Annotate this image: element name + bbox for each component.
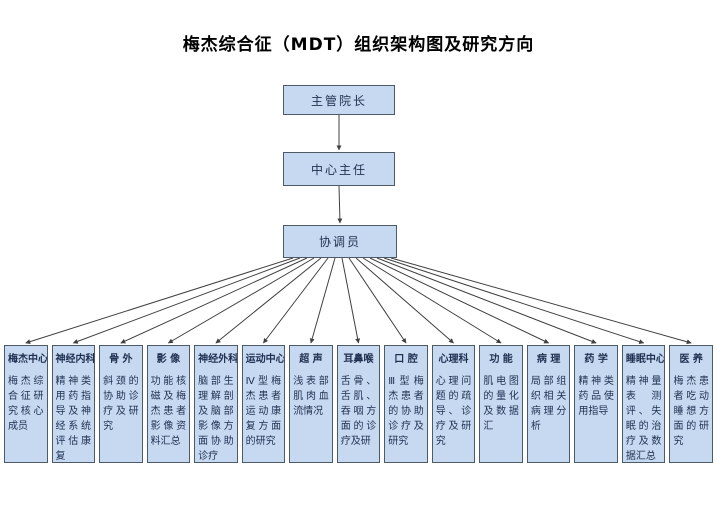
dept-name: 病 理 bbox=[536, 354, 561, 365]
dept-focus: 脑部生理解剖及脑部影像方面协助诊疗 bbox=[198, 376, 234, 462]
dept-box-sleep-center: 睡眠中心 精神量表测评、失眠的治疗及数据汇总 bbox=[621, 345, 666, 463]
dept-box-ultrasound: 超 声 浅表部肌肉血流情况 bbox=[289, 345, 333, 463]
dept-name: 口 腔 bbox=[394, 354, 418, 365]
dept-box-pathology: 病 理 局部组织相关病理分析 bbox=[526, 345, 571, 463]
dept-focus: 局部组织相关病理分析 bbox=[530, 376, 567, 432]
department-row: 梅杰中心 梅杰综合征研究核心成员 神经内科 精神类用药指导及神经系统评估康复 骨… bbox=[4, 345, 713, 463]
dept-focus: 精神类药品使用指导 bbox=[578, 376, 614, 417]
dept-box-imaging: 影 像 功能核磁及梅杰患者影像资料汇总 bbox=[146, 345, 191, 463]
dept-name: 神经外科 bbox=[198, 354, 238, 365]
dept-focus: 心理问题的疏导、诊疗及研究 bbox=[435, 376, 472, 447]
dept-name: 超 声 bbox=[299, 354, 323, 365]
node-center-chief: 中心主任 bbox=[283, 152, 395, 186]
dept-name: 功 能 bbox=[489, 354, 513, 365]
dept-focus: 舌骨、舌肌、吞咽方面的诊疗及研 bbox=[340, 376, 377, 447]
dept-focus: 浅表部肌肉血流情况 bbox=[293, 376, 329, 417]
dept-name: 骨 外 bbox=[109, 354, 133, 365]
dept-name: 睡眠中心 bbox=[625, 354, 666, 365]
dept-box-pharmacy: 药 学 精神类药品使用指导 bbox=[574, 345, 618, 463]
dept-box-function: 功 能 肌电图的量化及数据汇 bbox=[479, 345, 523, 463]
dept-box-neurosurgery: 神经外科 脑部生理解剖及脑部影像方面协助诊疗 bbox=[194, 345, 238, 463]
dept-focus: 精神类用药指导及神经系统评估康复 bbox=[55, 376, 92, 462]
chart-title: 梅杰综合征（MDT）组织架构图及研究方向 bbox=[182, 35, 535, 55]
dept-focus: Ⅲ型梅杰患者的协助诊疗及研究 bbox=[388, 376, 424, 447]
dept-focus: 肌电图的量化及数据汇 bbox=[483, 376, 519, 432]
dept-box-ent: 耳鼻喉 舌骨、舌肌、吞咽方面的诊疗及研 bbox=[336, 345, 381, 463]
dept-focus: Ⅳ型梅杰患者运动康复方面的研究 bbox=[245, 376, 282, 447]
dept-name: 运动中心 bbox=[245, 354, 286, 365]
dept-focus: 精神量表测评、失眠的治疗及数据汇总 bbox=[625, 376, 662, 462]
dept-name: 医 养 bbox=[679, 354, 703, 365]
node-director: 主管院长 bbox=[283, 85, 395, 115]
dept-name: 梅杰中心 bbox=[8, 354, 48, 365]
dept-name: 耳鼻喉 bbox=[343, 354, 374, 365]
dept-box-meijie-center: 梅杰中心 梅杰综合征研究核心成员 bbox=[4, 345, 48, 463]
dept-box-neurology: 神经内科 精神类用药指导及神经系统评估康复 bbox=[51, 345, 96, 463]
dept-box-psychology: 心理科 心理问题的疏导、诊疗及研究 bbox=[431, 345, 476, 463]
dept-focus: 斜颈的协助诊疗及研究 bbox=[103, 376, 139, 432]
dept-focus: 梅杰患者吃动睡想方面的研究 bbox=[673, 376, 709, 447]
dept-name: 心理科 bbox=[438, 354, 469, 365]
dept-box-sports-center: 运动中心 Ⅳ型梅杰患者运动康复方面的研究 bbox=[241, 345, 286, 463]
dept-focus: 梅杰综合征研究核心成员 bbox=[8, 376, 44, 432]
dept-focus: 功能核磁及梅杰患者影像资料汇总 bbox=[150, 376, 187, 447]
dept-box-stomatology: 口 腔 Ⅲ型梅杰患者的协助诊疗及研究 bbox=[384, 345, 428, 463]
dept-name: 药 学 bbox=[584, 354, 608, 365]
dept-name: 影 像 bbox=[156, 354, 181, 365]
dept-box-orthopedics: 骨 外 斜颈的协助诊疗及研究 bbox=[99, 345, 143, 463]
node-coordinator: 协调员 bbox=[283, 225, 397, 258]
dept-name: 神经内科 bbox=[55, 354, 96, 365]
dept-box-medical-care: 医 养 梅杰患者吃动睡想方面的研究 bbox=[669, 345, 713, 463]
